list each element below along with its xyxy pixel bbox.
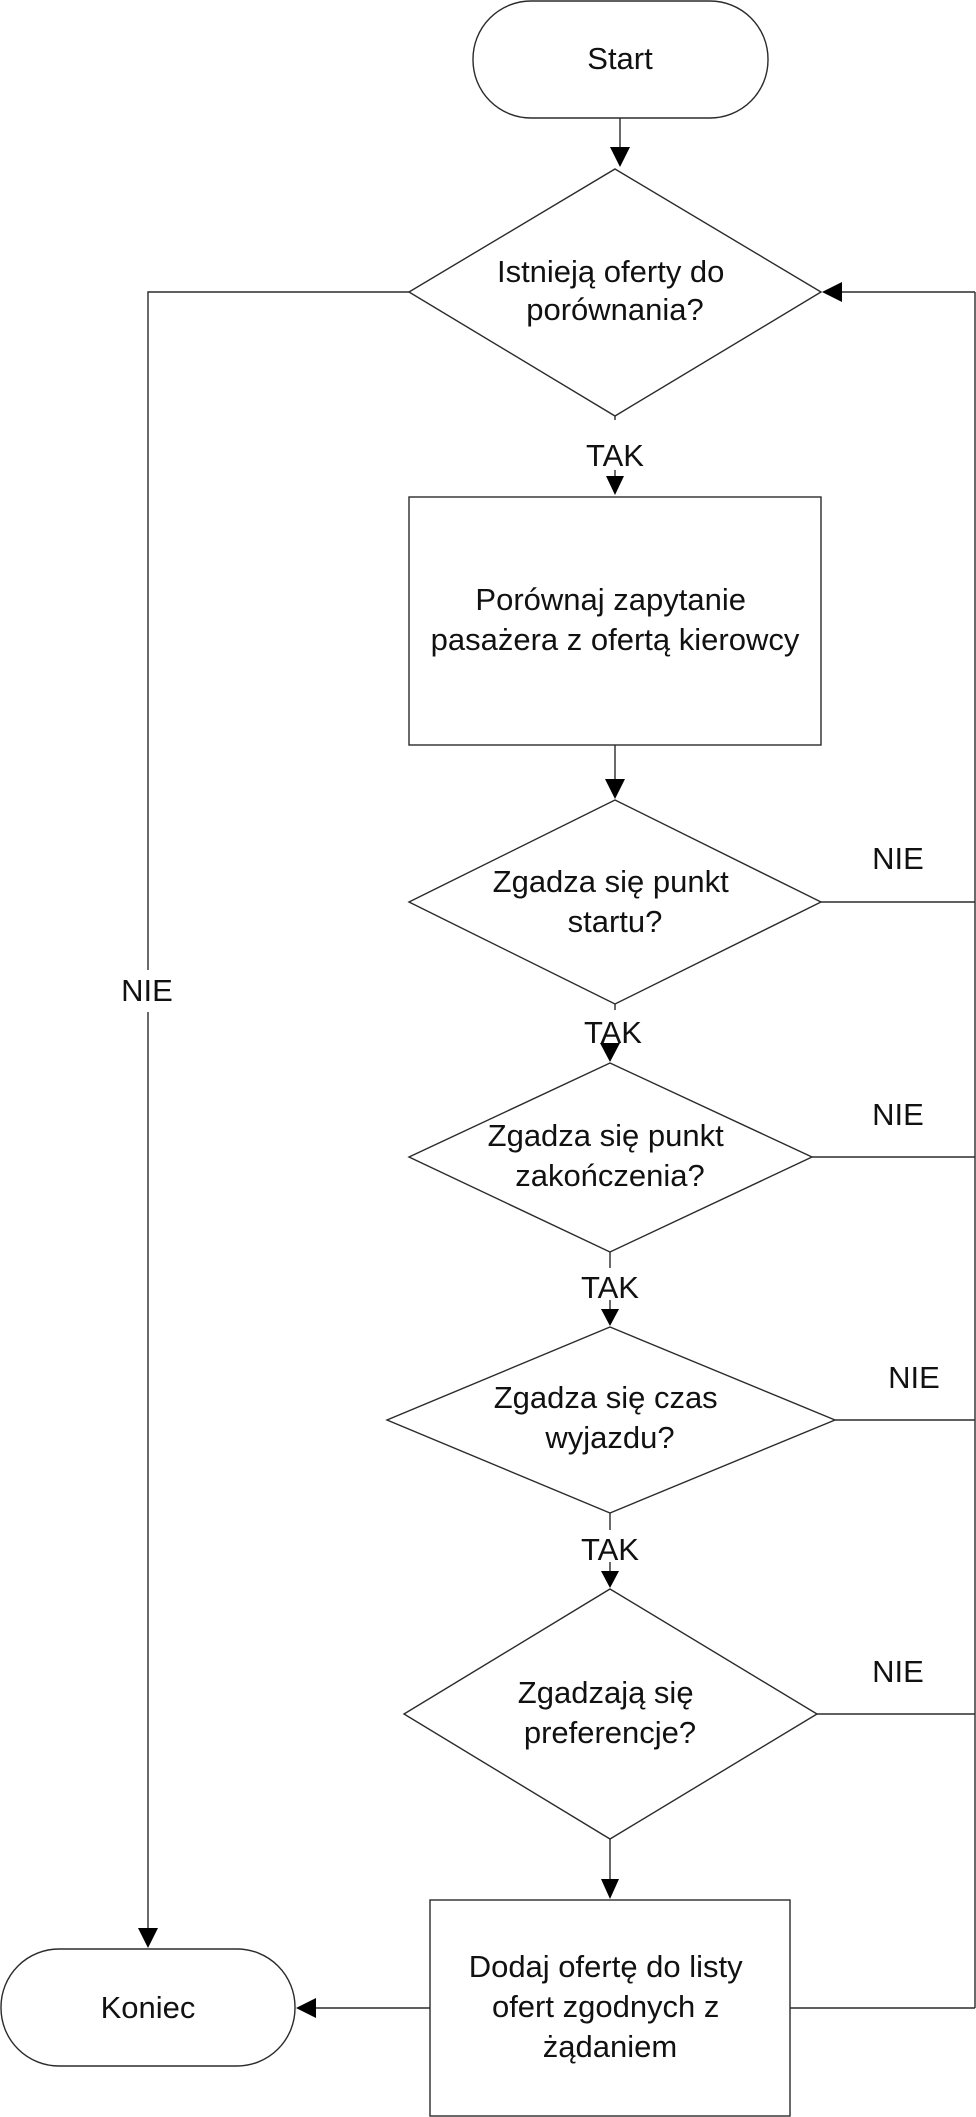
label-no-offers: NIE xyxy=(121,973,173,1008)
arrowhead-startpoint-to-endpoint xyxy=(600,1043,620,1062)
start-label-line: Start xyxy=(587,41,653,76)
label-yes-start-point: TAK xyxy=(584,1015,642,1050)
process-add-offer-line-2: ofert zgodnych z xyxy=(492,1989,719,2024)
node-process-add-offer: Dodaj ofertę do listy ofert zgodnych z ż… xyxy=(429,1899,791,2117)
node-process-compare: Porównaj zapytanie pasażera z ofertą kie… xyxy=(408,496,822,746)
arrowhead-loop-back xyxy=(822,282,842,302)
process-compare-line-2: pasażera z ofertą kierowcy xyxy=(431,622,800,657)
process-compare-box xyxy=(408,496,822,746)
arrowhead-offers-no-to-end xyxy=(138,1928,158,1948)
arrowhead-add-to-end xyxy=(296,1998,316,2018)
decision-preferences-line-2: preferencje? xyxy=(524,1715,696,1750)
decision-end-point-line-2: zakończenia? xyxy=(515,1158,705,1193)
decision-departure-time-line-1: Zgadza się czas xyxy=(494,1380,718,1415)
label-no-end-point: NIE xyxy=(872,1097,924,1132)
edge-offers-no-to-end xyxy=(147,291,409,970)
decision-start-point-diamond xyxy=(407,799,823,1005)
end-label: Koniec xyxy=(101,1990,196,2025)
process-compare-line-1: Porównaj zapytanie xyxy=(475,582,746,617)
process-compare-label: Porównaj zapytanie pasażera z ofertą kie… xyxy=(431,582,800,657)
decision-end-point-line-1: Zgadza się punkt xyxy=(488,1118,724,1153)
decision-offers-exist-label: Istnieją oferty do porównania? xyxy=(497,254,733,327)
decision-offers-exist-line-2: porównania? xyxy=(526,292,704,327)
node-decision-preferences: Zgadzają się preferencje? xyxy=(402,1588,819,1840)
label-yes-offers: TAK xyxy=(586,438,644,473)
arrowhead-departure-to-preferences xyxy=(601,1571,619,1588)
decision-departure-time-label: Zgadza się czas wyjazdu? xyxy=(494,1380,727,1455)
label-yes-departure: TAK xyxy=(581,1532,639,1567)
node-decision-offers-exist: Istnieją oferty do porównania? xyxy=(407,168,823,417)
arrowhead-compare-to-startpoint xyxy=(605,779,625,799)
arrowhead-start-to-offers xyxy=(610,147,630,167)
node-end: Koniec xyxy=(0,1948,296,2067)
label-no-start-point: NIE xyxy=(872,841,924,876)
decision-departure-time-line-2: wyjazdu? xyxy=(544,1420,674,1455)
arrowhead-endpoint-to-departure xyxy=(601,1309,619,1326)
decision-start-point-label: Zgadza się punkt startu? xyxy=(493,864,738,939)
decision-preferences-label: Zgadzają się preferencje? xyxy=(518,1675,702,1750)
process-add-offer-line-3: żądaniem xyxy=(543,2029,677,2064)
label-no-departure: NIE xyxy=(888,1360,940,1395)
decision-end-point-label: Zgadza się punkt zakończenia? xyxy=(488,1118,733,1193)
end-terminal xyxy=(0,1948,296,2067)
process-add-offer-label: Dodaj ofertę do listy ofert zgodnych z ż… xyxy=(469,1949,752,2064)
node-start: Start xyxy=(472,0,769,119)
decision-start-point-line-1: Zgadza się punkt xyxy=(493,864,729,899)
arrowhead-preferences-to-add xyxy=(601,1879,619,1899)
decision-preferences-line-1: Zgadzają się xyxy=(518,1675,694,1710)
label-yes-end-point: TAK xyxy=(581,1270,639,1305)
end-label-line: Koniec xyxy=(101,1990,196,2025)
label-no-preferences: NIE xyxy=(872,1654,924,1689)
edge-labels: TAK TAK TAK TAK NIE NIE NIE NIE NIE xyxy=(121,438,940,1689)
decision-offers-exist-line-1: Istnieją oferty do xyxy=(497,254,724,289)
arrowhead-offers-to-compare xyxy=(606,476,624,495)
decision-preferences-diamond xyxy=(402,1588,819,1840)
process-add-offer-box xyxy=(429,1899,791,2117)
node-decision-departure-time: Zgadza się czas wyjazdu? xyxy=(385,1326,837,1514)
connectors xyxy=(138,118,976,2018)
node-decision-end-point: Zgadza się punkt zakończenia? xyxy=(407,1062,814,1253)
start-label: Start xyxy=(587,41,653,76)
decision-start-point-line-2: startu? xyxy=(568,904,663,939)
node-decision-start-point: Zgadza się punkt startu? xyxy=(407,799,823,1005)
process-add-offer-line-1: Dodaj ofertę do listy xyxy=(469,1949,743,1984)
